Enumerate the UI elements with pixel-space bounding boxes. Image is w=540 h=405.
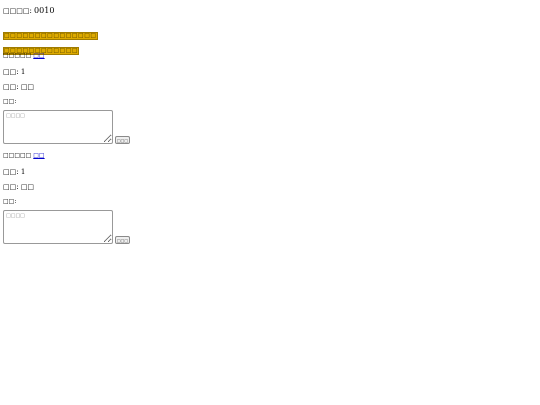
status-tag-1[interactable]: □□□□□□□□□□□□□□□: [3, 32, 98, 40]
item-block-1: □□□□□ □□ □□: 1 □□: □□ □□: □□□: [3, 52, 537, 144]
quantity-row: □□: 1: [3, 168, 537, 177]
item-label: □□□□□: [3, 52, 34, 59]
comment-label: □□:: [3, 198, 17, 205]
order-number-value: 0010: [34, 6, 55, 15]
submit-button[interactable]: □□□: [115, 136, 130, 144]
comment-textarea[interactable]: [3, 210, 113, 244]
order-number-row: □□□□: 0010: [3, 6, 537, 16]
item-link[interactable]: □□: [33, 52, 45, 59]
comment-textarea[interactable]: [3, 110, 113, 144]
quantity-label: □□:: [3, 168, 21, 176]
tag-row-1: □□□□□□□□□□□□□□□: [3, 22, 537, 40]
quantity-row: □□: 1: [3, 68, 537, 77]
item-header: □□□□□ □□: [3, 52, 537, 60]
status-value: □□: [20, 83, 35, 91]
status-tag-2[interactable]: □□□□□□□□□□□□: [3, 47, 80, 55]
status-value: □□: [20, 183, 35, 191]
quantity-value: 1: [20, 168, 26, 176]
quantity-value: 1: [20, 68, 26, 76]
status-label: □□:: [3, 183, 21, 191]
item-header: □□□□□ □□: [3, 152, 537, 160]
comment-label: □□:: [3, 98, 17, 105]
status-label: □□:: [3, 83, 21, 91]
quantity-label: □□:: [3, 68, 21, 76]
tag-row-2: □□□□□□□□□□□□: [3, 37, 537, 55]
order-number-label: □□□□:: [3, 7, 35, 15]
item-block-2: □□□□□ □□ □□: 1 □□: □□ □□: □□□: [3, 152, 537, 244]
status-row: □□: □□: [3, 183, 537, 192]
comment-row: □□□: [3, 210, 537, 244]
item-link[interactable]: □□: [33, 152, 45, 159]
item-label: □□□□□: [3, 152, 34, 159]
status-row: □□: □□: [3, 83, 537, 92]
comment-row: □□□: [3, 110, 537, 144]
submit-button[interactable]: □□□: [115, 236, 130, 244]
